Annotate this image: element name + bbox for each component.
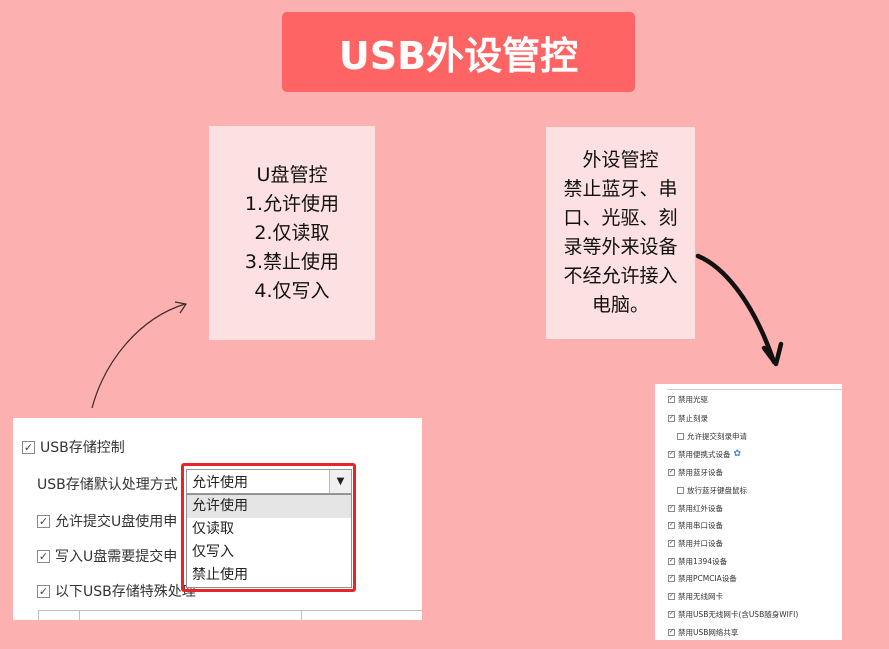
arrow-thick-head <box>761 341 784 367</box>
peripheral-checkbox[interactable]: ✓ <box>668 628 675 636</box>
peripheral-item-label: 禁用蓝牙设备 <box>678 467 723 477</box>
peripheral-panel: ✓ 禁用光驱 ✓ 禁止刻录 允许提交刻录申请 ✓ 禁用便携式设备 ✿ ✓ 禁用蓝… <box>655 384 842 640</box>
peripheral-item-label: 禁用串口设备 <box>678 520 723 530</box>
default-mode-row: USB存储默认处理方式 <box>37 474 178 494</box>
card-line: 4.仅写入 <box>254 279 330 302</box>
card-line: 外设管控 <box>582 149 659 171</box>
card-line: 不经允许接入 <box>563 265 678 287</box>
apply-u-disk-row[interactable]: ✓ 允许提交U盘使用申 <box>37 511 177 531</box>
dropdown-arrow-icon[interactable]: ▼ <box>329 470 351 493</box>
usb-storage-control-label: USB存储控制 <box>40 440 125 456</box>
usb-storage-control-checkbox[interactable]: ✓ <box>22 440 35 454</box>
special-rules-label: 以下USB存储特殊处理 <box>55 584 196 600</box>
dropdown-option-write-only[interactable]: 仅写入 <box>192 544 234 560</box>
card-line: 3.禁止使用 <box>244 250 340 273</box>
peripheral-item-label: 禁用便携式设备 <box>678 449 731 459</box>
peripheral-control-card: 外设管控 禁止蓝牙、串 口、光驱、刻 录等外来设备 不经允许接入 电脑。 <box>546 127 695 339</box>
default-mode-value: 允许使用 <box>192 474 248 491</box>
peripheral-item[interactable]: ✓ 禁用PCMCIA设备 <box>668 573 737 583</box>
peripheral-checkbox[interactable]: ✓ <box>668 504 675 512</box>
write-apply-checkbox[interactable]: ✓ <box>37 549 50 563</box>
card-line: 1.允许使用 <box>244 192 340 215</box>
panel-divider <box>667 389 842 390</box>
card-line: 电脑。 <box>591 294 649 316</box>
default-mode-dropdown: 允许使用 仅读取 仅写入 禁止使用 <box>186 494 352 588</box>
peripheral-checkbox[interactable]: ✓ <box>668 468 675 476</box>
peripheral-checkbox[interactable] <box>677 486 684 494</box>
peripheral-checkbox[interactable]: ✓ <box>668 610 675 618</box>
peripheral-item-label: 禁止刻录 <box>678 413 708 423</box>
apply-u-disk-checkbox[interactable]: ✓ <box>37 514 50 528</box>
table-column-divider <box>79 611 80 620</box>
arrow-thick-line <box>695 253 777 365</box>
page-title-banner: USB外设管控 <box>282 12 635 92</box>
peripheral-item-label: 禁用USB网络共享 <box>678 627 739 637</box>
peripheral-item[interactable]: ✓ 禁用USB无线网卡(含USB随身WIFI) <box>668 609 798 619</box>
peripheral-item-label: 禁用无线网卡 <box>678 591 723 601</box>
write-apply-row[interactable]: ✓ 写入U盘需要提交申 <box>37 546 177 566</box>
peripheral-checkbox[interactable]: ✓ <box>668 521 675 529</box>
special-rules-row[interactable]: ✓ 以下USB存储特殊处理 <box>37 581 196 601</box>
write-apply-label: 写入U盘需要提交申 <box>55 549 178 565</box>
peripheral-checkbox[interactable] <box>677 432 684 440</box>
card-line: 口、光驱、刻 <box>563 207 678 229</box>
peripheral-item[interactable]: ✓ 禁用光驱 <box>668 394 708 404</box>
usb-storage-control-row[interactable]: ✓ USB存储控制 <box>22 437 125 457</box>
special-rules-checkbox[interactable]: ✓ <box>37 584 50 598</box>
dropdown-option-allow[interactable]: 允许使用 <box>187 495 351 518</box>
peripheral-item[interactable]: ✓ 禁用并口设备 <box>668 538 723 548</box>
default-mode-select[interactable]: 允许使用 ▼ <box>186 469 352 494</box>
card-line: 禁止蓝牙、串 <box>563 178 678 200</box>
peripheral-item-label: 禁用光驱 <box>678 394 708 404</box>
peripheral-checkbox[interactable]: ✓ <box>668 557 675 565</box>
card-line: 2.仅读取 <box>254 221 330 244</box>
peripheral-checkbox[interactable]: ✓ <box>668 450 675 458</box>
peripheral-item[interactable]: 放行蓝牙键盘鼠标 <box>677 485 747 495</box>
peripheral-item-label: 禁用PCMCIA设备 <box>678 573 737 583</box>
peripheral-item[interactable]: ✓ 禁用无线网卡 <box>668 591 723 601</box>
peripheral-item[interactable]: ✓ 禁用USB网络共享 <box>668 627 738 637</box>
peripheral-item[interactable]: ✓ 禁用红外设备 <box>668 503 723 513</box>
card-line: 录等外来设备 <box>563 236 678 258</box>
peripheral-item-label: 禁用红外设备 <box>678 503 723 513</box>
dropdown-option-disable[interactable]: 禁止使用 <box>192 567 248 583</box>
apply-u-disk-label: 允许提交U盘使用申 <box>55 514 178 530</box>
table-column-divider <box>301 611 302 620</box>
peripheral-item-label: 禁用USB无线网卡(含USB随身WIFI) <box>678 609 799 619</box>
peripheral-item[interactable]: 允许提交刻录申请 <box>677 431 747 441</box>
gear-icon[interactable]: ✿ <box>733 449 742 459</box>
peripheral-checkbox[interactable]: ✓ <box>668 574 675 582</box>
peripheral-item-label: 允许提交刻录申请 <box>687 431 747 441</box>
arrow-thin-head <box>174 301 188 314</box>
peripheral-item[interactable]: ✓ 禁用便携式设备 ✿ <box>668 449 741 459</box>
default-mode-label: USB存储默认处理方式 <box>37 477 178 493</box>
page-title: USB外设管控 <box>338 33 579 78</box>
peripheral-checkbox[interactable]: ✓ <box>668 539 675 547</box>
peripheral-item-label: 禁用并口设备 <box>678 538 723 548</box>
special-rules-table <box>38 610 422 620</box>
usb-storage-panel: ✓ USB存储控制 USB存储默认处理方式 允许使用 ▼ ✓ 允许提交U盘使用申… <box>13 418 422 620</box>
peripheral-checkbox[interactable]: ✓ <box>668 592 675 600</box>
peripheral-item-label: 放行蓝牙键盘鼠标 <box>687 485 747 495</box>
peripheral-checkbox[interactable]: ✓ <box>668 395 675 403</box>
arrow-thin-line <box>91 303 186 409</box>
card-line: U盘管控 <box>256 163 328 186</box>
peripheral-item[interactable]: ✓ 禁止刻录 <box>668 413 708 423</box>
peripheral-item[interactable]: ✓ 禁用蓝牙设备 <box>668 467 723 477</box>
dropdown-highlight-frame <box>181 463 356 592</box>
peripheral-item-label: 禁用1394设备 <box>678 556 728 566</box>
peripheral-checkbox[interactable]: ✓ <box>668 414 675 422</box>
u-disk-control-card: U盘管控 1.允许使用 2.仅读取 3.禁止使用 4.仅写入 <box>209 126 375 340</box>
peripheral-item[interactable]: ✓ 禁用1394设备 <box>668 556 727 566</box>
peripheral-item[interactable]: ✓ 禁用串口设备 <box>668 520 723 530</box>
dropdown-option-read-only[interactable]: 仅读取 <box>192 521 234 537</box>
